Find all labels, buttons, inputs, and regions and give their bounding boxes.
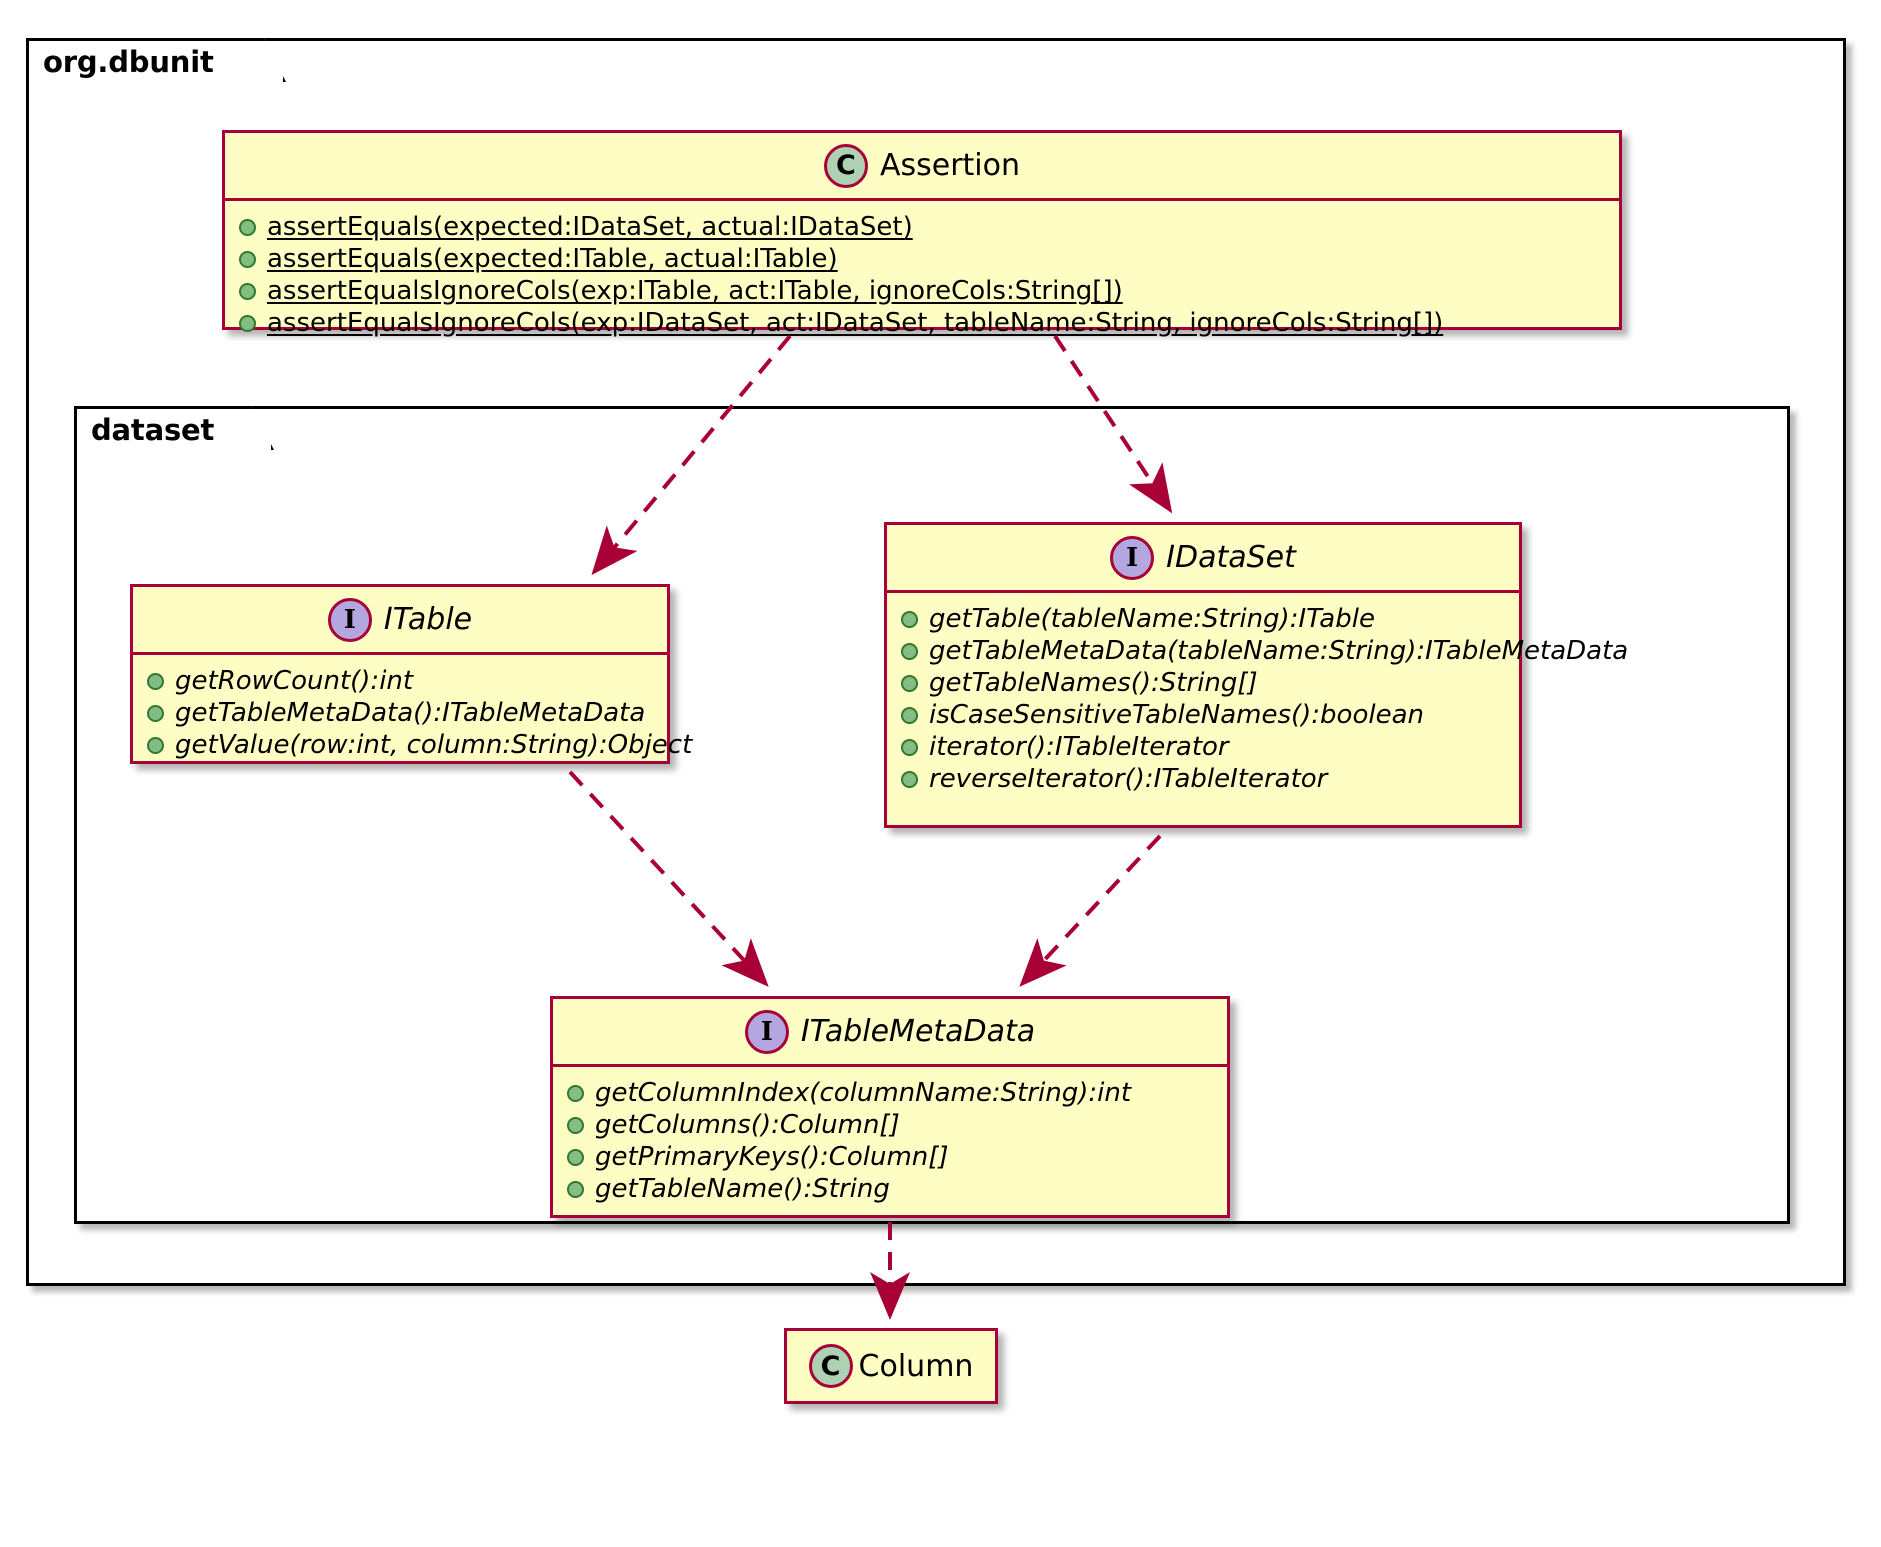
public-visibility-icon — [567, 1180, 584, 1198]
public-visibility-icon — [901, 706, 918, 724]
class-stereotype-icon: C — [823, 143, 868, 188]
assertion-box[interactable]: C Assertion assertEquals(expected:IDataS… — [222, 130, 1622, 338]
member-label: getValue(row:int, column:String):Object — [175, 730, 693, 760]
member-row[interactable]: getRowCount():int — [133, 665, 667, 697]
member-row[interactable]: reverseIterator():ITableIterator — [887, 763, 1519, 795]
column-header: C Column — [787, 1331, 995, 1401]
idataset-header: I IDataSet — [887, 525, 1519, 593]
member-row[interactable]: getTable(tableName:String):ITable — [887, 603, 1519, 635]
public-visibility-icon — [567, 1116, 584, 1134]
member-label: getTable(tableName:String):ITable — [929, 604, 1375, 634]
interface-stereotype-icon: I — [744, 1009, 789, 1054]
itablemetadata-header: I ITableMetaData — [553, 999, 1227, 1067]
member-row[interactable]: getColumnIndex(columnName:String):int — [553, 1077, 1227, 1109]
member-label: assertEqualsIgnoreCols(exp:IDataSet, act… — [267, 308, 1444, 338]
public-visibility-icon — [239, 282, 256, 300]
member-row[interactable]: getTableNames():String[] — [887, 667, 1519, 699]
idataset-members: getTable(tableName:String):ITable getTab… — [887, 593, 1628, 805]
member-row[interactable]: iterator():ITableIterator — [887, 731, 1519, 763]
member-row[interactable]: assertEquals(expected:ITable, actual:ITa… — [225, 243, 1619, 275]
member-row[interactable]: getColumns():Column[] — [553, 1109, 1227, 1141]
member-row[interactable]: isCaseSensitiveTableNames():boolean — [887, 699, 1519, 731]
member-label: assertEquals(expected:ITable, actual:ITa… — [267, 244, 838, 274]
member-row[interactable]: getPrimaryKeys():Column[] — [553, 1141, 1227, 1173]
member-row[interactable]: assertEqualsIgnoreCols(exp:ITable, act:I… — [225, 275, 1619, 307]
public-visibility-icon — [147, 704, 164, 722]
package-dataset-tab: dataset — [74, 406, 274, 450]
column-box[interactable]: C Column — [784, 1328, 998, 1404]
class-stereotype-icon: C — [808, 1344, 853, 1388]
member-label: getPrimaryKeys():Column[] — [595, 1142, 949, 1172]
member-label: assertEquals(expected:IDataSet, actual:I… — [267, 212, 913, 242]
public-visibility-icon — [567, 1084, 584, 1102]
column-title: Column — [858, 1348, 974, 1384]
itable-header: I ITable — [133, 587, 667, 655]
member-row[interactable]: assertEquals(expected:IDataSet, actual:I… — [225, 211, 1619, 243]
public-visibility-icon — [901, 770, 918, 788]
member-label: getColumnIndex(columnName:String):int — [595, 1078, 1132, 1108]
public-visibility-icon — [239, 314, 256, 332]
member-row[interactable]: getTableName():String — [553, 1173, 1227, 1205]
interface-stereotype-icon: I — [1110, 535, 1155, 580]
member-row[interactable]: getValue(row:int, column:String):Object — [133, 729, 692, 761]
member-row[interactable]: getTableMetaData(tableName:String):ITabl… — [887, 635, 1628, 667]
assertion-members: assertEquals(expected:IDataSet, actual:I… — [225, 201, 1619, 349]
public-visibility-icon — [147, 672, 164, 690]
public-visibility-icon — [901, 642, 918, 660]
idataset-box[interactable]: I IDataSet getTable(tableName:String):IT… — [884, 522, 1628, 828]
member-row[interactable]: assertEqualsIgnoreCols(exp:IDataSet, act… — [225, 307, 1619, 339]
itablemetadata-box[interactable]: I ITableMetaData getColumnIndex(columnNa… — [550, 996, 1230, 1218]
public-visibility-icon — [239, 250, 256, 268]
public-visibility-icon — [567, 1148, 584, 1166]
assertion-header: C Assertion — [225, 133, 1619, 201]
member-label: getTableMetaData():ITableMetaData — [175, 698, 646, 728]
member-label: getColumns():Column[] — [595, 1110, 900, 1140]
member-label: getRowCount():int — [175, 666, 414, 696]
member-label: reverseIterator():ITableIterator — [929, 764, 1328, 794]
member-label: isCaseSensitiveTableNames():boolean — [929, 700, 1425, 730]
itablemetadata-members: getColumnIndex(columnName:String):int ge… — [553, 1067, 1227, 1215]
package-dataset-label: dataset — [91, 412, 215, 447]
itable-title: ITable — [383, 602, 473, 637]
member-label: getTableNames():String[] — [929, 668, 1258, 698]
itable-members: getRowCount():int getTableMetaData():ITa… — [133, 655, 692, 771]
assertion-title: Assertion — [879, 148, 1021, 183]
member-label: getTableMetaData(tableName:String):ITabl… — [929, 636, 1629, 666]
interface-stereotype-icon: I — [327, 597, 372, 642]
member-row[interactable]: getTableMetaData():ITableMetaData — [133, 697, 667, 729]
member-label: assertEqualsIgnoreCols(exp:ITable, act:I… — [267, 276, 1123, 306]
member-label: getTableName():String — [595, 1174, 890, 1204]
itable-box[interactable]: I ITable getRowCount():int getTableMetaD… — [130, 584, 692, 764]
package-org-dbunit-label: org.dbunit — [43, 44, 214, 79]
member-label: iterator():ITableIterator — [929, 732, 1229, 762]
public-visibility-icon — [901, 610, 918, 628]
public-visibility-icon — [901, 674, 918, 692]
public-visibility-icon — [147, 736, 164, 754]
itablemetadata-title: ITableMetaData — [800, 1014, 1036, 1049]
public-visibility-icon — [239, 218, 256, 236]
public-visibility-icon — [901, 738, 918, 756]
idataset-title: IDataSet — [1166, 540, 1296, 575]
package-org-dbunit-tab: org.dbunit — [26, 38, 286, 82]
